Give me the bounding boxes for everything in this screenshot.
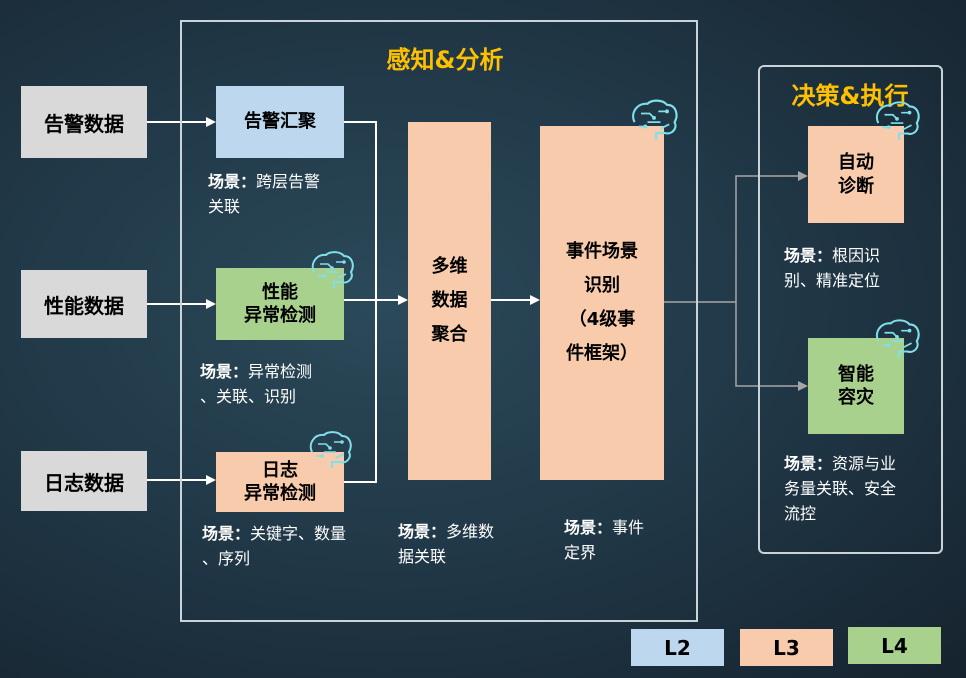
perf-anomaly-box: 性能 异常检测 [216,268,344,340]
scene-text: 根因识 别、精准定位 [784,246,881,290]
scene-text: 事件 定界 [564,518,645,562]
source-performance: 性能数据 [21,270,147,338]
legend-l4: L4 [848,627,941,664]
bracket-alarm [344,121,377,300]
event-recognition-box: 事件场景 识别 （4级事 件框架） [540,126,664,480]
source-log: 日志数据 [21,451,147,511]
scene-alarm-aggregation: 场景：跨层告警 关联 [208,170,358,220]
smart-disaster-box: 智能 容灾 [808,338,904,434]
scene-auto-diagnosis: 场景：根因识 别、精准定位 [784,244,934,294]
brain-circuit-icon [311,251,354,288]
alarm-aggregation-box: 告警汇聚 [216,86,344,158]
brain-circuit-icon [875,319,920,358]
arrow-to-diagnosis [735,171,808,302]
scene-text: 异常检测 、关联、识别 [200,362,313,406]
auto-diagnosis-box: 自动 诊断 [808,126,904,223]
scene-text: 多维数 据关联 [398,522,495,566]
perception-title: 感知&分析 [386,46,504,74]
scene-text: 资源与业 务量关联、安全 流控 [784,454,897,523]
legend-l3: L3 [740,629,833,666]
multi-dim-aggregation-box: 多维 数据 聚合 [408,122,491,480]
scene-smart-disaster: 场景：资源与业 务量关联、安全 流控 [784,452,934,526]
scene-label: 场景： [398,522,447,541]
scene-label: 场景： [564,518,613,537]
scene-text: 跨层告警 关联 [208,172,321,216]
scene-log-anomaly: 场景：关键字、数量 、序列 [202,522,382,572]
perception-frame [180,20,698,622]
scene-label: 场景： [200,362,249,381]
scene-multi-dim-aggregation: 场景：多维数 据关联 [398,520,518,570]
bracket-log [344,300,377,483]
brain-circuit-icon [632,99,678,140]
scene-label: 场景： [784,246,833,265]
scene-perf-anomaly: 场景：异常检测 、关联、识别 [200,360,360,410]
legend-l2: L2 [631,629,724,666]
decision-frame [758,65,943,554]
scene-text: 关键字、数量 、序列 [202,524,347,568]
scene-label: 场景： [202,524,251,543]
brain-circuit-icon [875,101,920,140]
scene-label: 场景： [784,454,833,473]
log-anomaly-box: 日志 异常检测 [216,452,344,512]
scene-label: 场景： [208,172,257,191]
brain-circuit-icon [309,431,352,468]
arrow-to-disaster [735,302,808,391]
source-alarm: 告警数据 [21,86,147,158]
scene-event-recognition: 场景：事件 定界 [564,516,674,566]
